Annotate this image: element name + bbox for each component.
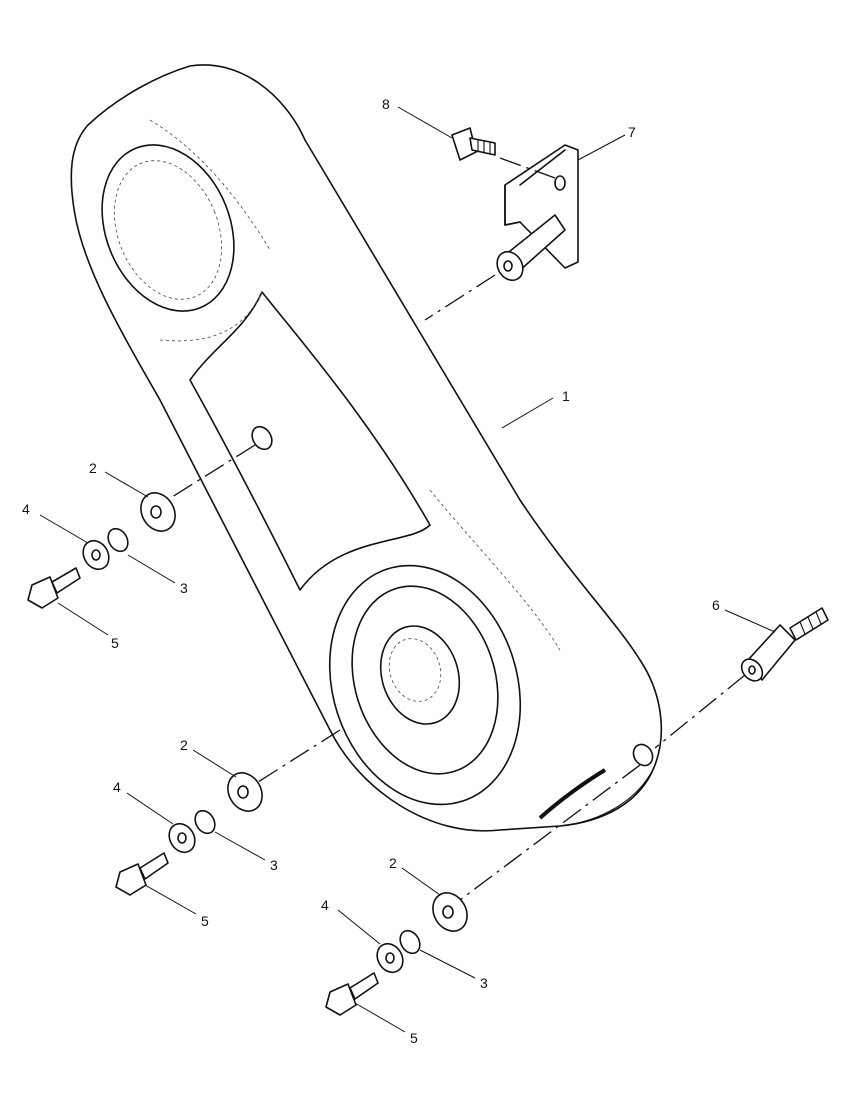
callout-3: 3 — [270, 857, 278, 873]
center-lines — [171, 157, 746, 901]
mounting-bracket — [496, 144, 579, 282]
callout-5: 5 — [201, 913, 209, 929]
callout-4: 4 — [321, 897, 329, 913]
threaded-standoff — [740, 607, 829, 682]
belt-guard-cover — [70, 64, 663, 832]
hardware-group-upper — [27, 492, 176, 609]
callout-5: 5 — [111, 635, 119, 651]
callout-1: 1 — [562, 388, 570, 404]
callout-8: 8 — [382, 96, 390, 112]
callout-2: 2 — [180, 737, 188, 753]
callout-3: 3 — [480, 975, 488, 991]
hardware-group-lower — [325, 892, 468, 1016]
callout-3: 3 — [180, 580, 188, 596]
callout-4: 4 — [113, 779, 121, 795]
leader-lines — [39, 106, 776, 1033]
callout-6: 6 — [712, 597, 720, 613]
callout-7: 7 — [628, 124, 636, 140]
callout-4: 4 — [22, 501, 30, 517]
flange-bolt — [451, 127, 496, 161]
hardware-group-middle — [115, 772, 263, 896]
callout-labels: 1 7 8 6 2 4 3 5 2 4 3 5 2 4 3 5 — [22, 96, 720, 1046]
callout-2: 2 — [389, 855, 397, 871]
callout-2: 2 — [89, 460, 97, 476]
callout-5: 5 — [410, 1030, 418, 1046]
